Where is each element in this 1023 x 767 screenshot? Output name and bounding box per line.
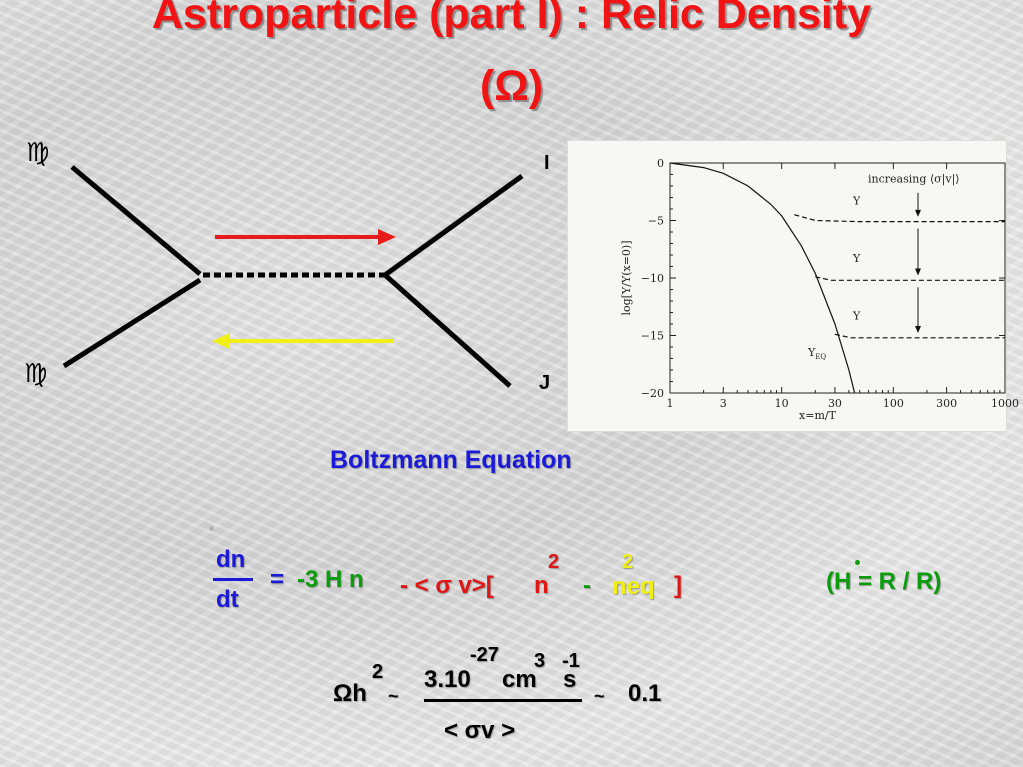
x-tick-label: 3 — [720, 397, 727, 410]
increase-arrow-head — [915, 268, 921, 276]
series-label: Y — [852, 252, 861, 265]
outgoing-line-top — [383, 173, 524, 278]
series-label: Y — [852, 194, 861, 207]
backward-arrow-head — [212, 333, 230, 349]
eq2-fraction-bar — [424, 699, 582, 702]
x-tick-label: 300 — [936, 397, 957, 410]
x-tick-label: 1000 — [991, 397, 1019, 410]
x-tick-label: 10 — [775, 397, 789, 410]
eq2-denominator: < σv > — [444, 717, 516, 744]
increase-arrow-head — [915, 209, 921, 217]
eq-dn: dn — [216, 546, 246, 573]
slide-title: Astroparticle (part I) : Relic Density — [151, 0, 872, 38]
forward-arrow-head — [378, 229, 396, 245]
equilibrium-abundance-curve — [669, 162, 856, 394]
eq2-sim-right: ~ — [594, 686, 605, 706]
eq-close-bracket: ] — [674, 572, 682, 599]
x-tick-label: 30 — [828, 397, 842, 410]
eq-fraction-bar — [213, 578, 253, 581]
eq-dt: dt — [216, 586, 239, 613]
y-tick-label: 0 — [657, 157, 664, 170]
particle-symbol-bottom: ♍ — [24, 359, 48, 389]
eq2-omega-h: Ωh — [333, 680, 367, 707]
eq2-sim-left: ~ — [388, 686, 399, 706]
relic-abundance-curve-2 — [815, 276, 1005, 281]
eq2-h-square: 2 — [372, 661, 384, 683]
y-tick-label: −10 — [641, 272, 664, 285]
freeze-out-chart: 1 3 10 30 100 300 1000 0 −5 −10 −15 −20 x=m/T log[Y/Y… — [620, 157, 1019, 422]
eq-expansion-term: -3 H n — [297, 566, 364, 593]
eq-hubble-definition: (H = R / R) — [826, 568, 942, 595]
increase-arrow-head — [915, 326, 921, 334]
eq2-value: 0.1 — [628, 680, 662, 707]
y-tick-label: −15 — [641, 330, 664, 343]
freeze-out-plot-image: 1 3 10 30 100 300 1000 0 −5 −10 −15 −20 x=m/T log[Y/Y… — [567, 140, 1019, 432]
series-label: YEQ — [807, 346, 826, 361]
eq2-cm-cubed: 3 — [534, 650, 546, 672]
slide-title-omega: (Ω) — [479, 62, 544, 110]
eq-n: n — [534, 572, 549, 599]
eq2-s: s — [563, 666, 577, 693]
eq2-exp-27: -27 — [470, 644, 499, 666]
incoming-line-top — [70, 165, 202, 276]
particle-symbol-top: ♍ — [26, 138, 50, 168]
outgoing-line-bottom — [383, 273, 512, 388]
incoming-line-bottom — [62, 277, 202, 369]
hubble-dot — [855, 560, 860, 565]
relic-abundance-curve-3 — [834, 333, 1005, 339]
eq2-cm: cm — [502, 666, 537, 693]
chart-annotation: increasing ⟨σ|v|⟩ — [868, 173, 960, 187]
y-tick-label: −20 — [641, 387, 664, 400]
x-tick-label: 100 — [883, 397, 904, 410]
plot-frame — [669, 162, 1006, 394]
eq-n-square: 2 — [548, 551, 560, 573]
relic-abundance-curve-1 — [794, 214, 1005, 223]
series-label: Y — [852, 309, 861, 322]
eq2-s-inverse: -1 — [562, 650, 580, 672]
eq2-numerator-coeff: 3.10 — [424, 666, 471, 693]
eq-equals: = — [270, 566, 285, 593]
final-state-label-i: I — [544, 152, 550, 174]
x-tick-label: 1 — [667, 397, 674, 410]
bullet-dot — [209, 526, 214, 531]
final-state-label-j: J — [539, 372, 551, 394]
boltzmann-equation-title: Boltzmann Equation — [330, 446, 572, 474]
x-axis-label: x=m/T — [799, 409, 837, 422]
y-tick-label: −5 — [648, 215, 664, 228]
eq-annihilation-term: - < σ v>[ — [400, 572, 494, 599]
eq-neq-square: 2 — [622, 551, 634, 573]
eq-minus: - — [583, 572, 591, 599]
eq-neq: neq — [612, 573, 655, 600]
y-axis-label: log[Y/Y(x=0)] — [620, 241, 633, 316]
